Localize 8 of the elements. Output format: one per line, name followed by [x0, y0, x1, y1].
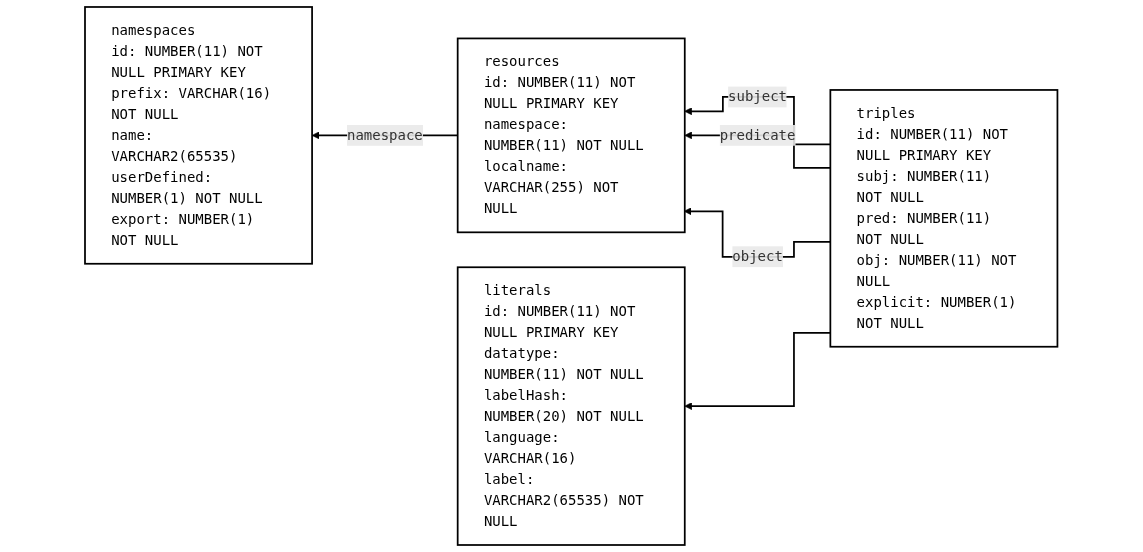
node-box: namespaces id: NUMBER(11) NOT NULL PRIMARY KEY prefix: VARCHAR(16) NOT NULL name: VARCHAR2(65535) userDefined: NUMBER(1) NOT NULL export: NUMBER(1) NOT NULL [84, 6, 314, 265]
edge-label: predicate [719, 126, 796, 144]
node-box: resources id: NUMBER(11) NOT NULL PRIMARY KEY namespace: NUMBER(11) NOT NULL localname: VARCHAR(255) NOT NULL [457, 37, 686, 234]
node-box: triples id: NUMBER(11) NOT NULL PRIMARY KEY subj: NUMBER(11) NOT NULL pred: NUMBER(11) NOT NULL obj: NUMBER(11) NOT NULL explicit: NUMBER(1) NOT NULL [829, 89, 1059, 348]
edge-label: subject [728, 88, 788, 105]
edge-label: namespace [347, 126, 424, 144]
node-box: literals id: NUMBER(11) NOT NULL PRIMARY KEY datatype: NUMBER(11) NOT NULL labelHash: NUMBER(20) NOT NULL language: VARCHAR(16) label: VARCHAR2(65535) NOT NULL [457, 266, 686, 546]
edge-label: object [732, 248, 784, 265]
